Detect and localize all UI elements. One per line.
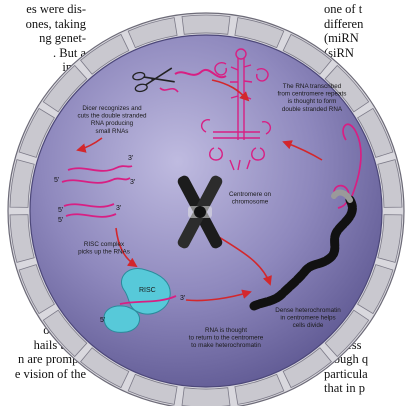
label-line: in centromere helps bbox=[280, 315, 335, 322]
label-line: cuts the double stranded bbox=[78, 113, 147, 120]
strand-end-5-a: 5' bbox=[54, 177, 59, 184]
label-line: is thought to form bbox=[288, 98, 337, 105]
strand-end-5-c: 5' bbox=[58, 217, 63, 224]
strand-end-3-d: 3' bbox=[180, 295, 185, 302]
risc-bubble-label: RISC bbox=[139, 287, 156, 294]
label-line: cells divide bbox=[293, 322, 324, 329]
strand-end-5-d: 5' bbox=[100, 317, 105, 324]
membrane-segment bbox=[182, 388, 230, 406]
label-line: picks up the RNAs bbox=[78, 249, 130, 256]
label-line: double stranded RNA bbox=[282, 106, 343, 113]
label-line: RNA producing bbox=[91, 120, 134, 127]
label-line: Centromere on bbox=[229, 191, 271, 198]
label-line: chromosome bbox=[232, 199, 269, 206]
label-line: to make heterochromatin bbox=[191, 342, 261, 349]
membrane-segment bbox=[182, 15, 230, 34]
strand-end-5-b: 5' bbox=[58, 207, 63, 214]
label-line: The RNA transcribed bbox=[283, 83, 342, 90]
strand-end-3-a: 3' bbox=[128, 155, 133, 162]
label-line: RNA is thought bbox=[205, 327, 247, 334]
label-line: small RNAs bbox=[96, 128, 129, 135]
label-line: Dense heterochromatin bbox=[275, 307, 341, 314]
strand-end-3-c: 3' bbox=[116, 205, 121, 212]
strand-end-3-b: 3' bbox=[130, 179, 135, 186]
label-line: Dicer recognizes and bbox=[82, 105, 142, 112]
label-line: RISC complex bbox=[84, 241, 125, 248]
label-line: from centromere repeats bbox=[278, 91, 347, 98]
label-line: to return to the centromere bbox=[189, 335, 264, 342]
